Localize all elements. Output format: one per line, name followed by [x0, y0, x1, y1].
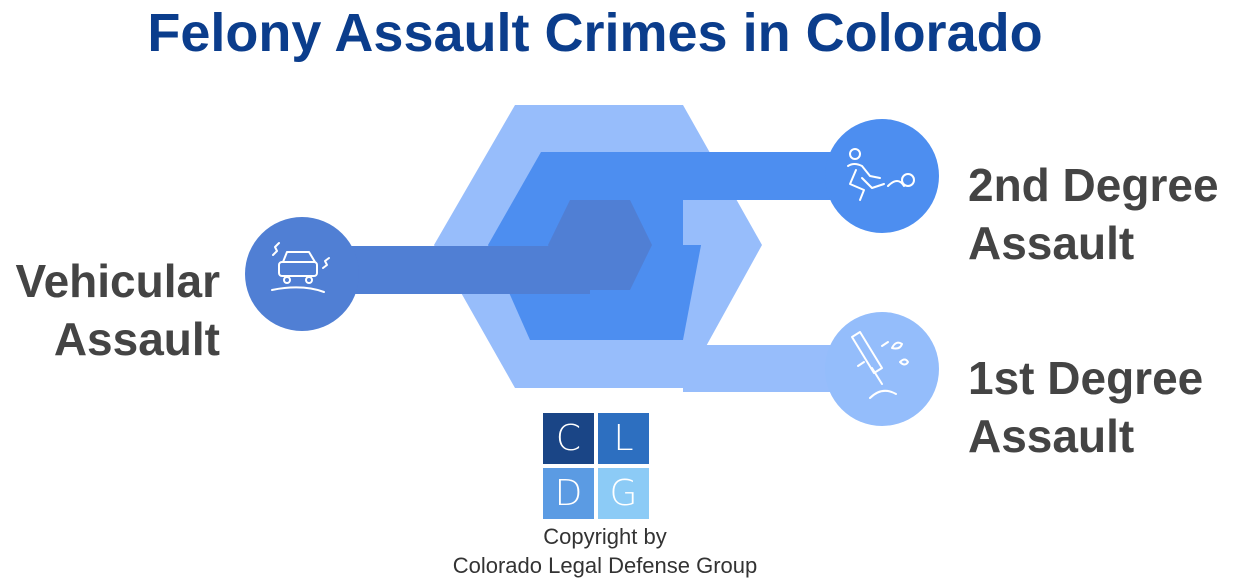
- page-title: Felony Assault Crimes in Colorado: [147, 3, 1043, 63]
- vehicular-circle: [245, 217, 359, 331]
- cldg-logo: C L D G: [543, 413, 649, 519]
- car-crash-icon: [271, 242, 330, 293]
- second-degree-assault-label: 2nd Degree Assault: [968, 159, 1219, 269]
- second-degree-connector: [541, 152, 880, 200]
- kneeling-person-icon: [847, 148, 915, 201]
- copyright-line-1: Copyright by: [543, 524, 667, 549]
- second-degree-circle: [825, 119, 939, 233]
- logo-cell-d: D: [543, 468, 594, 519]
- middle-notch: [683, 200, 730, 245]
- vehicular-connector: [300, 246, 590, 294]
- logo-cell-l: L: [598, 413, 649, 464]
- vehicular-assault-label: Vehicular Assault: [15, 255, 220, 365]
- copyright-line-2: Colorado Legal Defense Group: [452, 553, 758, 578]
- knife-icon: [851, 331, 909, 399]
- first-degree-assault-label: 1st Degree Assault: [968, 352, 1204, 462]
- logo-cell-g: G: [598, 468, 649, 519]
- logo-cell-c: C: [543, 413, 594, 464]
